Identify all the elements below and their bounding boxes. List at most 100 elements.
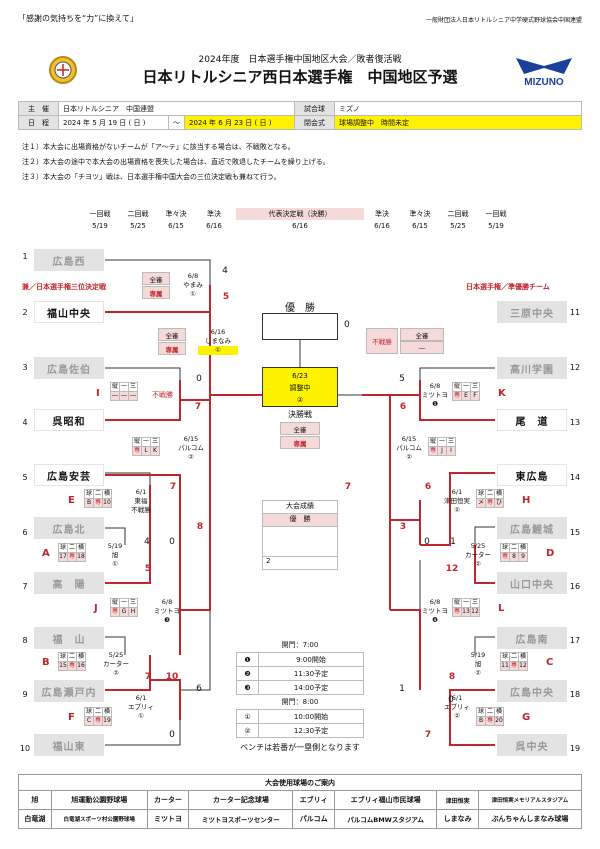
bracket-letter: J [94, 603, 98, 614]
team-right-11[interactable]: 三原中央 [497, 301, 567, 323]
seed: 16 [569, 582, 581, 591]
left-note: 兼／日本選手権三位決定戦 [22, 283, 106, 291]
score: 5 [144, 564, 152, 574]
score: 4 [222, 266, 228, 276]
team-right-18[interactable]: 広島中央 [497, 680, 567, 702]
seed: 12 [569, 363, 581, 372]
team-right-16[interactable]: 山口中央 [497, 572, 567, 594]
dates-label: 日 程 [18, 115, 59, 130]
team-right-13[interactable]: 尾 道 [497, 409, 567, 431]
seed: 2 [22, 308, 28, 317]
score: 4 [144, 537, 150, 547]
score: 7 [424, 730, 432, 740]
seed: 7 [22, 582, 28, 591]
score: 3 [399, 522, 407, 532]
score: 8 [196, 522, 204, 532]
champion-box [262, 313, 338, 340]
right-note: 日本選手権／準優勝チーム [466, 283, 550, 291]
team-left-5[interactable]: 広島安芸 [34, 464, 104, 486]
team-left-1[interactable]: 広島西 [34, 249, 104, 271]
slot-grid-I: 縦一三 ――― [110, 382, 138, 401]
svg-text:MIZUNO: MIZUNO [524, 77, 564, 88]
team-left-8[interactable]: 福 山 [34, 627, 104, 649]
round-center: 代表決定戦（決勝）6/16 [236, 208, 364, 232]
seed: 10 [19, 744, 31, 753]
score: 6 [424, 482, 432, 492]
champion-score: 0 [344, 320, 350, 330]
team-left-3[interactable]: 広島佐伯 [34, 357, 104, 379]
note-1: 注１）本大会に出場資格がないチームが「ア～テ」に該当する場合は、不戦敗となる。 [22, 143, 295, 151]
team-left-7[interactable]: 高 陽 [34, 572, 104, 594]
closing-value: 球場調整中 時間未定 [334, 115, 582, 130]
team-left-9[interactable]: 広島瀬戸内 [34, 680, 104, 702]
venue-guide: 大会使用球場のご案内 旭旭運動公園野球場 カーターカーター記念球場 エブリィエブ… [18, 774, 583, 829]
bracket-letter: D [546, 548, 555, 559]
score: 8 [448, 672, 456, 682]
team-right-17[interactable]: 広島南 [497, 627, 567, 649]
venue-guide-title: 大会使用球場のご案内 [18, 774, 582, 791]
seed: 5 [22, 473, 28, 482]
bracket-letter: E [68, 495, 75, 506]
senzoku-label: 専属 [280, 436, 320, 449]
results-title: 大会成績 [263, 501, 337, 514]
subtitle: 2024年度 日本選手権中国地区大会／敗者復活戦 [198, 55, 402, 65]
closing-label: 閉会式 [294, 115, 335, 130]
note-3: 注３）本大会の「チヨツ」戦は、日本選手権中国大会の三位決定戦も兼ねて行う。 [22, 173, 281, 181]
senzoku-label: 専属 [142, 286, 170, 299]
team-right-14[interactable]: 東広島 [497, 464, 567, 486]
team-left-10[interactable]: 福山東 [34, 734, 104, 756]
score: 10 [165, 672, 179, 682]
motto: 「感謝の気持ちを“力”に換えて」 [18, 14, 138, 23]
score: 0 [448, 695, 454, 705]
seed: 17 [569, 636, 581, 645]
org-name: 一般財団法人日本リトルシニア中学硬式野球協会中国連盟 [425, 17, 582, 24]
bracket-letter: K [498, 388, 506, 399]
score: 0 [424, 537, 430, 547]
seed: 6 [22, 528, 28, 537]
results-win: 優 勝 [263, 514, 337, 527]
seed: 11 [569, 308, 581, 317]
forfeit-label: 不戦勝 [366, 328, 398, 354]
score: 1 [450, 537, 456, 547]
score: 7 [344, 482, 352, 492]
notes: 注１）本大会に出場資格がないチームが「ア～テ」に該当する場合は、不戦敗となる。 … [22, 140, 330, 185]
zensho-label: 全審 [142, 272, 170, 285]
senzoku-label: 専属 [158, 342, 186, 355]
score: 7 [169, 482, 177, 492]
forfeit-label: 不戦勝 [152, 391, 173, 399]
team-right-15[interactable]: 広島鯉城 [497, 517, 567, 539]
bracket-letter: L [498, 603, 505, 614]
bracket-letter: I [96, 388, 100, 399]
seed: 18 [569, 690, 581, 699]
team-left-6[interactable]: 広島北 [34, 517, 104, 539]
score: 0 [169, 730, 175, 740]
team-left-4[interactable]: 呉昭和 [34, 409, 104, 431]
score: 6 [399, 402, 407, 412]
team-right-12[interactable]: 高川学園 [497, 357, 567, 379]
schedule-open-2: 開門：8:00 [281, 698, 319, 706]
team-left-2[interactable]: 福山中央 [34, 301, 104, 323]
score: 5 [399, 374, 405, 384]
bench-note: ベンチは若番が一塁側となります [240, 743, 360, 752]
team-right-19[interactable]: 呉中央 [497, 734, 567, 756]
page-title: 日本リトルシニア西日本選手権 中国地区予選 [142, 68, 458, 86]
